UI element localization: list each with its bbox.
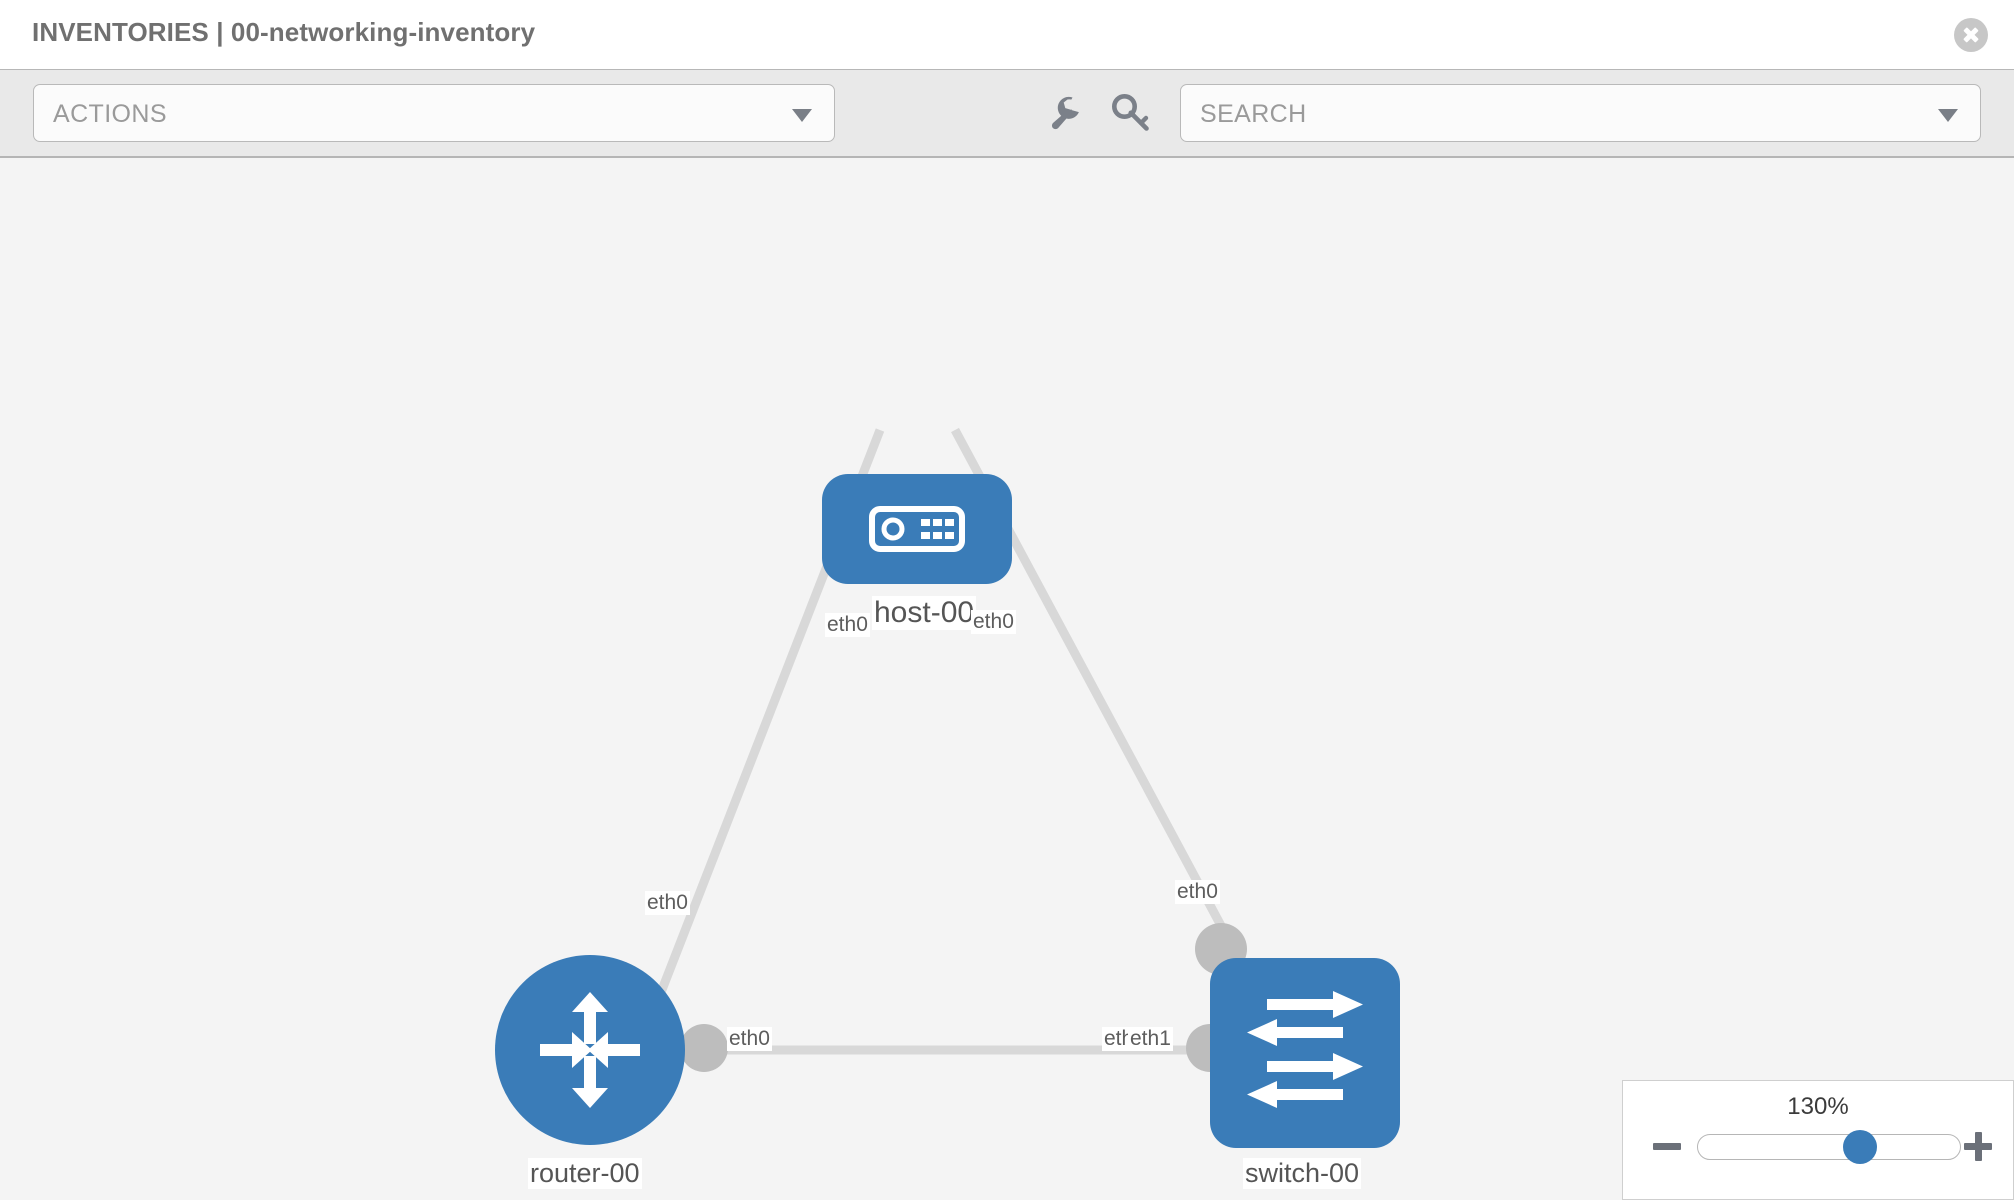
port-label-switch-eth1-lan: eth1 — [1128, 1027, 1173, 1051]
plus-icon[interactable] — [1961, 1130, 1995, 1164]
zoom-control-panel: 130% — [1622, 1080, 2014, 1200]
wrench-icon[interactable] — [1035, 84, 1093, 142]
window-header: INVENTORIES | 00-networking-inventory — [0, 0, 2014, 70]
topology-graph: host-00 eth0 eth0 — [0, 158, 2014, 1200]
toolbar: ACTIONS SEARCH — [0, 70, 2014, 158]
node-label-host-00: host-00 — [872, 596, 977, 630]
search-placeholder: SEARCH — [1200, 100, 1307, 128]
topology-links — [646, 427, 1237, 1055]
port-label-router-eth0-lan: eth0 — [727, 1027, 772, 1051]
server-device-icon — [869, 506, 965, 552]
zoom-slider-track[interactable] — [1697, 1130, 1961, 1164]
host-node-shape — [822, 474, 1012, 584]
switch-node-shape — [1210, 958, 1400, 1148]
port-label-host-eth0-left: eth0 — [825, 613, 870, 637]
search-input[interactable]: SEARCH — [1180, 84, 1981, 142]
switch-arrows-icon — [1247, 991, 1363, 1108]
actions-dropdown-label: ACTIONS — [53, 100, 167, 128]
node-label-router-00: router-00 — [528, 1158, 642, 1189]
zoom-level-label: 130% — [1787, 1093, 1849, 1120]
chevron-down-icon[interactable] — [1938, 109, 1958, 122]
page-title: INVENTORIES | 00-networking-inventory — [32, 17, 536, 47]
node-label-switch-00: switch-00 — [1243, 1158, 1362, 1189]
zoom-slider-thumb[interactable] — [1843, 1130, 1878, 1164]
close-icon[interactable] — [1954, 18, 1988, 52]
topology-canvas[interactable]: host-00 eth0 eth0 — [0, 158, 2014, 1200]
port-label-host-eth0-right: eth0 — [971, 610, 1016, 634]
minus-icon[interactable] — [1650, 1130, 1684, 1164]
chevron-down-icon — [792, 109, 812, 122]
actions-dropdown[interactable]: ACTIONS — [33, 84, 835, 142]
router-arrows-icon — [540, 992, 640, 1108]
port-nub-router-eth0 — [680, 1024, 728, 1072]
port-label-switch-eth0-uplink: eth0 — [1175, 880, 1220, 904]
key-icon[interactable] — [1102, 84, 1160, 142]
port-label-router-eth0-uplink: eth0 — [645, 891, 690, 915]
